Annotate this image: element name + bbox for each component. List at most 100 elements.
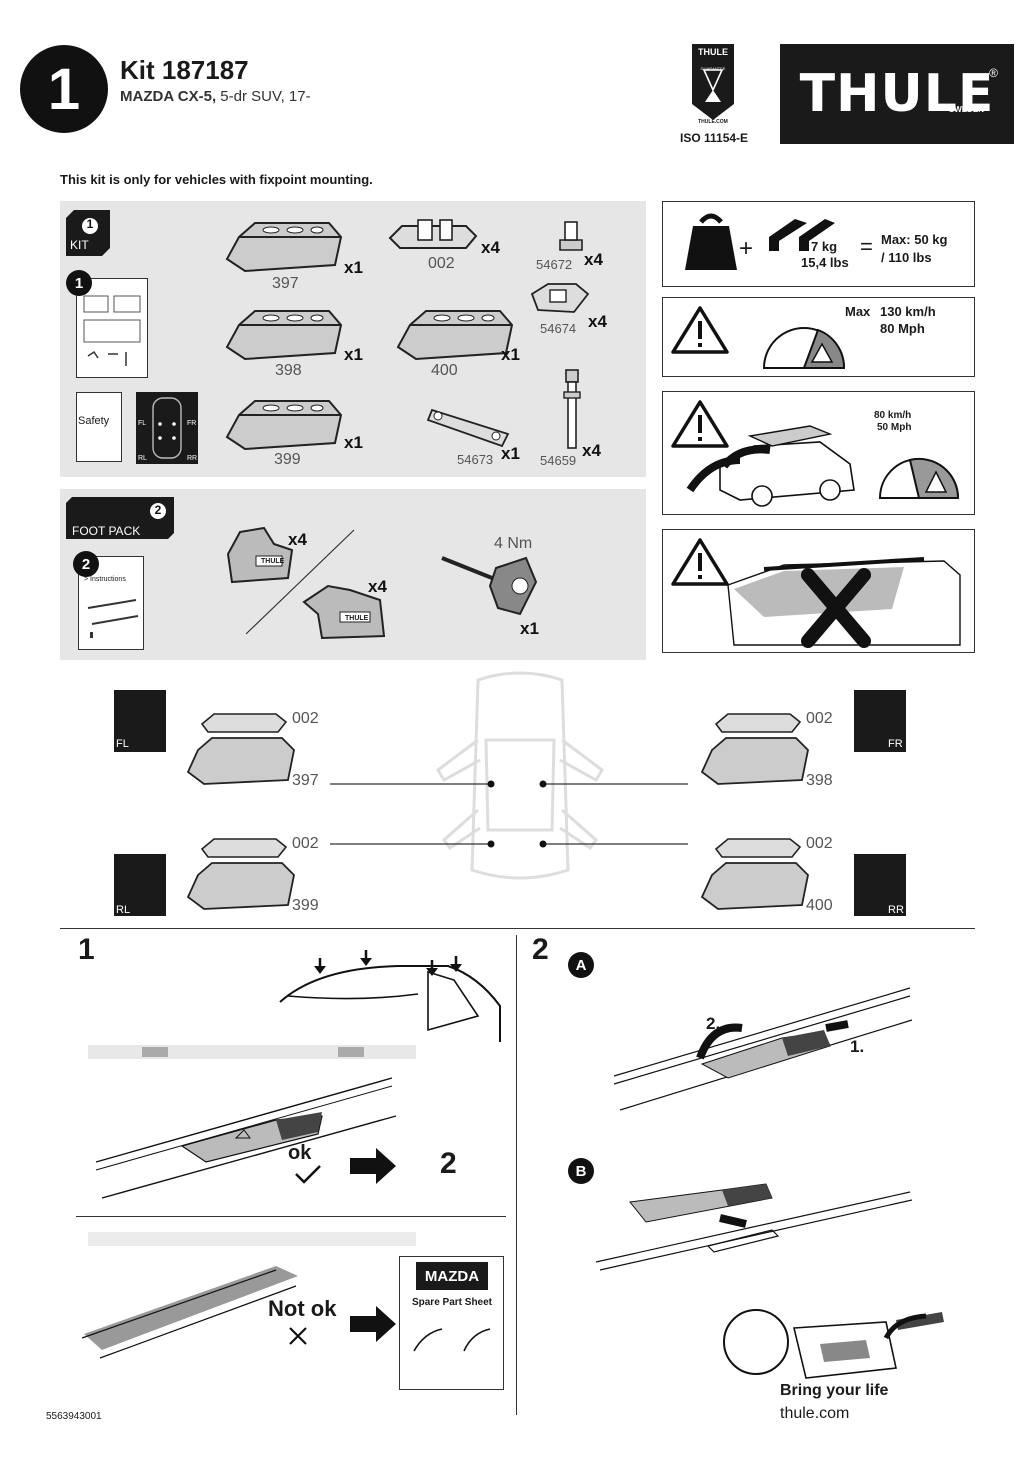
vehicle-model: MAZDA CX-5, xyxy=(120,88,217,105)
warning-triangle-icon xyxy=(671,306,729,354)
spare-part-sketch-icon xyxy=(413,1328,491,1352)
foot-pack-label: FOOT PACK xyxy=(72,524,141,538)
speedometer-icon xyxy=(762,327,846,369)
thule-logo: THULE SWEDEN ® xyxy=(780,44,1014,144)
ok-label: ok xyxy=(288,1142,312,1164)
fl-pad-code: 397 xyxy=(292,772,319,789)
reduced-speed-mph: 50 Mph xyxy=(877,422,912,433)
no-roof-load-icon xyxy=(727,557,961,648)
vehicle-line: MAZDA CX-5, 5-dr SUV, 17- xyxy=(120,88,311,105)
max-speed-kmh: 130 km/h xyxy=(880,304,936,319)
car-position-thumbnail xyxy=(136,392,198,464)
iso-standard: ISO 11154-E xyxy=(680,131,749,145)
sub-step-b: B xyxy=(568,1158,594,1184)
fr-adapter-code: 002 xyxy=(806,710,833,727)
roof-foot-icon xyxy=(226,526,294,584)
foot-pack-box-icon xyxy=(66,497,174,539)
part-qty: x4 xyxy=(481,238,500,257)
part-code: 54674 xyxy=(540,321,577,336)
step-2-number: 2 xyxy=(532,933,549,966)
arrow-step-1-label: 1. xyxy=(850,1037,865,1056)
equals-sign: = xyxy=(860,234,873,259)
step-number-badge: 1 xyxy=(20,45,108,133)
speedometer-icon xyxy=(878,457,960,499)
part-qty: x1 xyxy=(501,345,520,364)
column-divider xyxy=(516,935,517,1415)
checkmark-icon xyxy=(295,1165,321,1184)
foot-brand-label-2: THULE xyxy=(345,615,369,622)
rl-assembly-icon xyxy=(186,838,295,910)
foot-doc-number-badge: 2 xyxy=(73,551,99,577)
pad-install-a-icon xyxy=(613,987,913,1111)
roof-rail-fixpoint-icon xyxy=(95,1077,397,1199)
kit-badge-num: 1 xyxy=(86,217,94,231)
step-1-number: 1 xyxy=(78,933,95,966)
fl-assembly-icon xyxy=(186,713,295,785)
part-qty: x4 xyxy=(588,312,607,331)
part-code: 002 xyxy=(428,255,455,272)
cross-icon xyxy=(289,1327,307,1345)
pad-part-icon xyxy=(225,310,343,361)
warning-triangle-icon xyxy=(671,538,729,586)
spare-part-sheet-label: Spare Part Sheet xyxy=(411,1297,493,1308)
instruction-doc-thumbnail xyxy=(76,278,148,378)
doc-number-badge: 1 xyxy=(66,270,92,296)
guarantee-url: THULE.COM xyxy=(698,119,728,125)
corner-rr: RR xyxy=(187,455,198,462)
tool-qty: x1 xyxy=(520,619,539,638)
go-to-step-2: 2 xyxy=(440,1147,457,1180)
pad-part-icon xyxy=(396,310,514,361)
rr-pad-code: 400 xyxy=(806,897,833,914)
blurred-mark xyxy=(338,1047,364,1057)
fr-corner-label: FR xyxy=(888,738,903,750)
not-ok-label: Not ok xyxy=(268,1296,337,1321)
rr-corner-thumbnail xyxy=(854,854,906,916)
roof-rail-no-fixpoint-icon xyxy=(81,1266,298,1359)
rl-corner-thumbnail xyxy=(114,854,166,916)
position-leader-lines xyxy=(330,780,688,848)
key-plate-part-icon xyxy=(426,408,510,448)
loaded-car-icon xyxy=(686,425,855,507)
pad-part-icon xyxy=(225,222,343,273)
foot-qty-2: x4 xyxy=(368,577,387,596)
arrow-right-icon xyxy=(350,1306,396,1342)
part-qty: x4 xyxy=(582,441,601,460)
weight-icon xyxy=(685,213,737,270)
guarantee-badge-icon xyxy=(692,44,734,120)
doc-code: 5563943001 xyxy=(46,1411,102,1422)
fl-corner-label: FL xyxy=(116,738,129,750)
vehicle-detail: 5-dr SUV, 17- xyxy=(216,88,311,105)
car-top-view-icon xyxy=(436,671,604,880)
foot-pack-badge-num: 2 xyxy=(154,503,162,517)
warning-triangle-icon xyxy=(671,400,729,448)
torque-tool-icon xyxy=(441,556,538,616)
max-speed-mph: 80 Mph xyxy=(880,321,925,336)
part-qty: x1 xyxy=(344,345,363,364)
adapter-part-icon xyxy=(388,219,478,249)
plus-sign: + xyxy=(739,235,754,262)
bolt-part-icon xyxy=(563,369,581,449)
roof-bar-icon xyxy=(769,219,835,251)
foot-doc-label: > Instructions xyxy=(84,576,126,583)
inner-divider xyxy=(76,1216,506,1217)
guarantee-label: GUARANTEE xyxy=(700,66,726,71)
foot-brand-label: THULE xyxy=(261,558,285,565)
fixpoint-note: This kit is only for vehicles with fixpo… xyxy=(60,172,373,187)
rl-pad-code: 399 xyxy=(292,897,319,914)
blurred-bar xyxy=(88,1045,416,1059)
pad-install-b-icon xyxy=(595,1183,913,1271)
corner-fl: FL xyxy=(138,420,147,427)
bar-weight-kg: 7 kg xyxy=(811,239,838,254)
tagline: Bring your life xyxy=(780,1382,889,1399)
part-code: 398 xyxy=(275,362,302,379)
logo-reg: ® xyxy=(989,66,998,80)
fl-corner-thumbnail xyxy=(114,690,166,752)
nut-part-icon xyxy=(559,221,583,251)
part-code: 54659 xyxy=(540,453,577,468)
website-url[interactable]: thule.com xyxy=(780,1405,850,1422)
max-load-lbs: / 110 lbs xyxy=(881,250,932,265)
foot-qty-1: x4 xyxy=(288,530,307,549)
roof-bars-sketch-icon xyxy=(87,599,139,638)
logo-sub: SWEDEN xyxy=(948,105,984,114)
part-qty: x4 xyxy=(584,250,603,269)
